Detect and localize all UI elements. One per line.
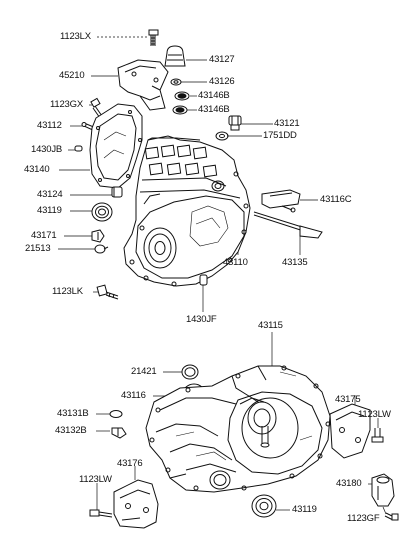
callout-1123gf: 1123GF [347, 513, 380, 524]
callout-43146b-lower: 43146B [198, 104, 230, 115]
callout-1123lk: 1123LK [52, 286, 83, 297]
callout-43146b-upper: 43146B [198, 90, 230, 101]
callout-21421: 21421 [131, 366, 157, 377]
callout-43116: 43116 [121, 390, 146, 401]
callout-43171: 43171 [31, 230, 57, 241]
callout-43119-lower: 43119 [292, 504, 317, 515]
bolt-1123lk-icon [97, 285, 118, 299]
seal-21421-icon [182, 365, 198, 379]
bracket-43176-icon [114, 480, 158, 528]
callout-1751dd: 1751DD [263, 130, 297, 141]
ring-43126-icon [171, 79, 181, 85]
bracket-43175-icon [330, 404, 370, 458]
part-43131b-icon [110, 411, 122, 418]
part-43132b-icon [112, 428, 126, 438]
part-43116c-icon [262, 190, 300, 212]
washer-1751dd-icon [216, 132, 228, 140]
cover-43140-icon [90, 104, 142, 188]
callout-1430jf: 1430JF [186, 314, 217, 325]
bolt-1123gf-icon [385, 513, 398, 520]
callout-43116c: 43116C [320, 194, 352, 205]
transaxle-case-43110-icon [124, 136, 250, 286]
bolt-1123lw-lower-icon [90, 510, 112, 517]
callout-43131b: 43131B [57, 408, 89, 419]
callout-43112: 43112 [37, 120, 62, 131]
seal-43119-lower-icon [252, 495, 276, 517]
callout-43127: 43127 [209, 54, 235, 65]
pin-1430jb-icon [75, 146, 82, 151]
seal-43146b-lower-icon [173, 106, 187, 114]
part-43180-icon [372, 474, 394, 506]
clutch-housing-43115-icon [146, 366, 330, 492]
callout-43132b: 43132B [55, 425, 87, 436]
callout-43119-upper: 43119 [37, 205, 62, 216]
callout-1123lw-upper: 1123LW [358, 409, 391, 420]
callout-43115: 43115 [258, 320, 283, 331]
callout-43110: 43110 [223, 257, 248, 268]
callout-43121: 43121 [274, 118, 300, 129]
rod-43135-icon [254, 212, 322, 238]
callout-1123gx: 1123GX [50, 99, 83, 110]
callout-43180: 43180 [336, 478, 362, 489]
bracket-45210-icon [118, 60, 168, 110]
callout-43124: 43124 [37, 189, 63, 200]
part-43171-icon [92, 230, 104, 242]
callout-43176: 43176 [117, 458, 143, 469]
callout-43140: 43140 [24, 164, 50, 175]
callout-43126: 43126 [209, 76, 235, 87]
seal-43146b-upper-icon [175, 92, 189, 100]
part-21513-icon [95, 245, 108, 253]
plug-43121-icon [229, 116, 241, 130]
plug-43124-icon [112, 187, 122, 197]
callout-45210: 45210 [59, 70, 85, 81]
callout-43135: 43135 [282, 257, 308, 268]
bolt-1123lx-icon [149, 30, 158, 46]
bolt-1123lw-upper-icon [372, 428, 383, 442]
seal-43119-upper-icon [92, 203, 112, 221]
callout-21513: 21513 [25, 243, 51, 254]
cap-43127-icon [165, 46, 185, 66]
callout-1123lw-lower: 1123LW [79, 474, 112, 485]
pin-1430jf-icon [200, 275, 207, 285]
callout-43175: 43175 [335, 394, 361, 405]
callout-1123lx: 1123LX [60, 31, 91, 42]
callout-1430jb: 1430JB [31, 144, 63, 155]
